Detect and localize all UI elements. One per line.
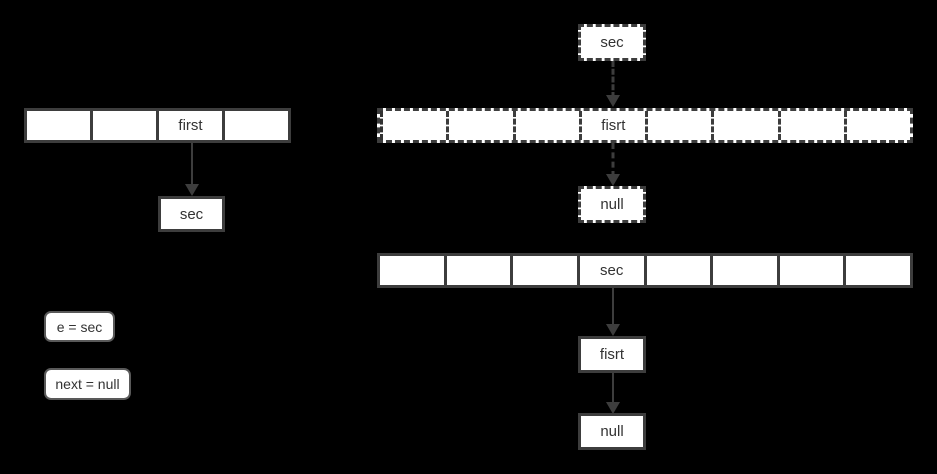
arrow-line	[611, 288, 614, 327]
array-cell	[645, 111, 711, 140]
arrow-fisrt-to-null	[605, 373, 620, 414]
array-cell	[777, 111, 844, 140]
label-e-equals-sec: e = sec	[44, 311, 115, 342]
solid-array: sec	[377, 253, 913, 288]
left-array: first	[24, 108, 291, 143]
array-cell	[443, 256, 511, 285]
array-cell	[643, 256, 711, 285]
arrow-line	[611, 61, 614, 98]
array-cell	[843, 256, 910, 285]
arrow-line	[190, 143, 193, 187]
arrow-line	[611, 373, 614, 405]
node-null-dashed: null	[578, 186, 646, 223]
array-cell	[711, 111, 777, 140]
array-cell	[222, 111, 288, 140]
array-cell	[510, 256, 577, 285]
array-cell	[90, 111, 156, 140]
array-cell	[512, 111, 579, 140]
array-cell	[446, 111, 512, 140]
arrow-first-to-sec	[184, 143, 199, 196]
label-next-equals-null: next = null	[44, 368, 131, 400]
node-null: null	[578, 413, 646, 450]
arrow-line	[611, 143, 614, 177]
arrow-sec-to-fisrt	[605, 288, 620, 336]
node-sec-left: sec	[158, 196, 225, 232]
array-cell	[710, 256, 777, 285]
array-cell	[776, 256, 844, 285]
array-cell	[27, 111, 90, 140]
array-cell-first: first	[156, 111, 222, 140]
arrow-dashed-array-to-null	[605, 143, 620, 186]
arrow-head-icon	[184, 184, 199, 196]
array-cell	[380, 256, 444, 285]
arrow-head-icon	[605, 174, 620, 186]
node-fisrt: fisrt	[578, 336, 646, 373]
array-cell-sec: sec	[576, 256, 644, 285]
arrow-head-icon	[605, 402, 620, 414]
array-cell-fisrt: fisrt	[578, 111, 645, 140]
arrow-head-icon	[605, 95, 620, 107]
arrow-sec-to-dashed-array	[605, 61, 620, 107]
array-cell	[380, 111, 446, 140]
node-sec-top-dashed: sec	[578, 24, 646, 61]
dashed-array: fisrt	[377, 108, 913, 143]
arrow-head-icon	[605, 324, 620, 336]
array-cell	[843, 111, 910, 140]
